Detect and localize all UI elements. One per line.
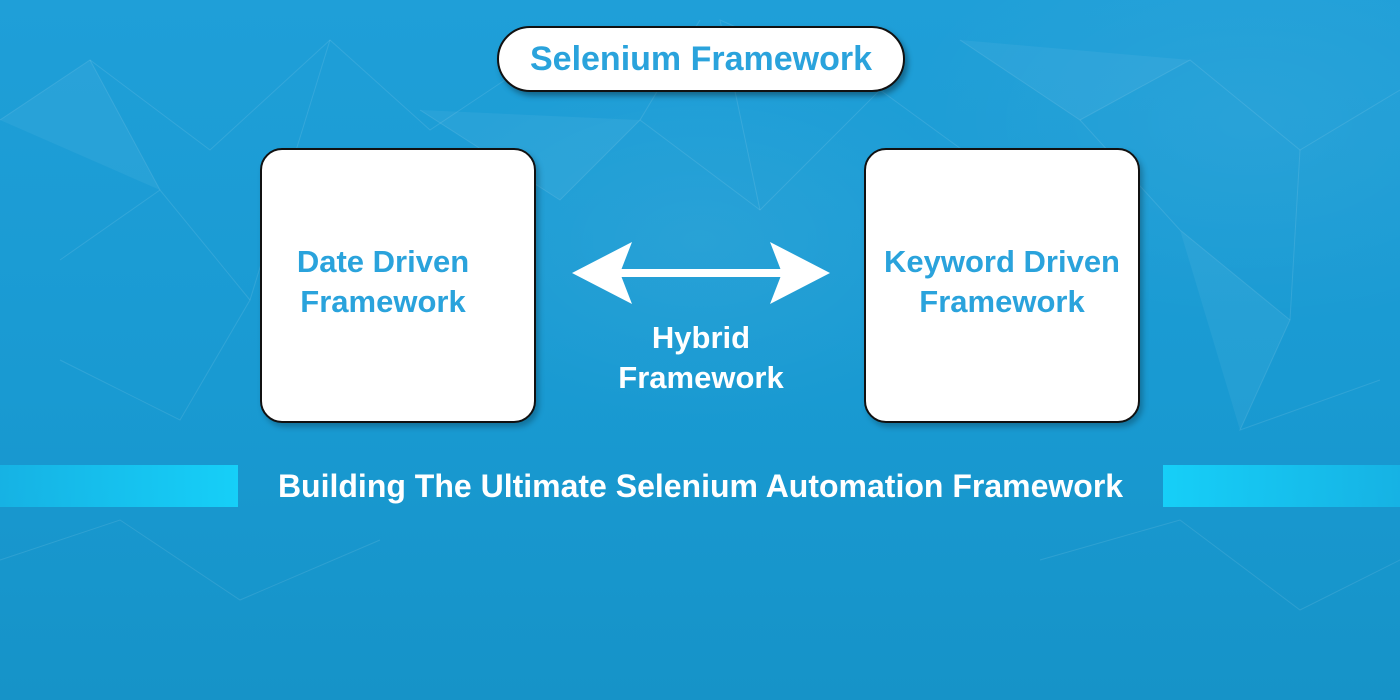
hybrid-label-line2: Framework	[618, 360, 784, 395]
diagram-title: Selenium Framework	[497, 26, 905, 92]
hybrid-framework-label: Hybrid Framework	[590, 318, 812, 398]
data-driven-framework-label: Date Driven Framework	[247, 242, 519, 322]
keyword-driven-framework-box: Keyword Driven Framework	[864, 148, 1140, 423]
data-driven-framework-box: Date Driven Framework	[260, 148, 536, 423]
hybrid-label-line1: Hybrid	[651, 320, 751, 355]
keyword-driven-label-line2: Framework	[919, 284, 1085, 319]
keyword-driven-label-line1: Keyword Driven	[883, 244, 1120, 279]
double-headed-arrow-icon	[572, 242, 830, 304]
footer-band-left	[0, 465, 238, 507]
footer-caption: Building The Ultimate Selenium Automatio…	[277, 468, 1124, 504]
keyword-driven-framework-label: Keyword Driven Framework	[849, 242, 1155, 322]
data-driven-label-line2: Framework	[300, 284, 466, 319]
data-driven-label-line1: Date Driven	[296, 244, 470, 279]
footer-band-right	[1163, 465, 1400, 507]
